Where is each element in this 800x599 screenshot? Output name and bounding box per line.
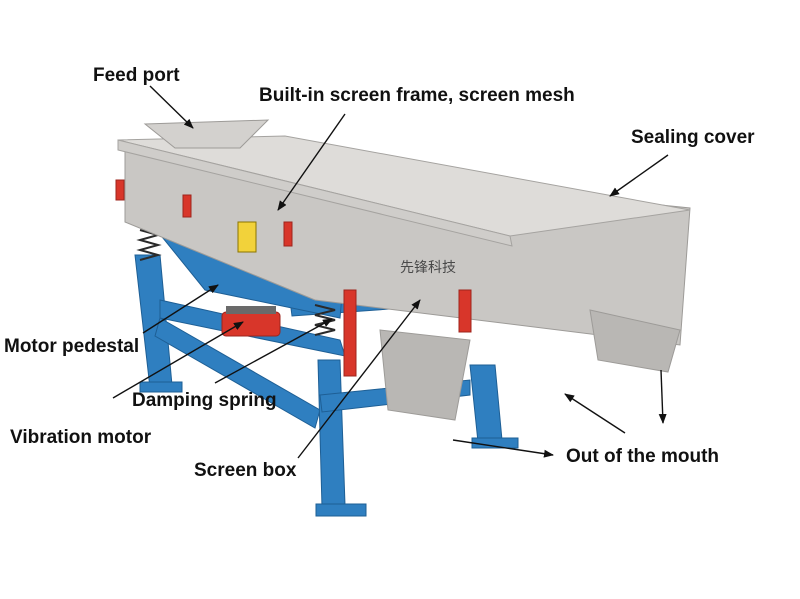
feed-port xyxy=(143,119,270,149)
label-vibration-motor: Vibration motor xyxy=(10,427,152,448)
sealing-cover xyxy=(117,135,691,247)
label-outlet: Out of the mouth xyxy=(566,446,720,467)
label-sealing-cover: Sealing cover xyxy=(631,127,755,148)
red-clamps xyxy=(115,179,472,377)
vibration-motor xyxy=(221,306,281,337)
frame-feet xyxy=(139,381,519,517)
brand-mark: 先锋科技 xyxy=(400,260,456,276)
label-damping-spring: Damping spring xyxy=(132,390,277,411)
callout-arrows xyxy=(112,85,669,459)
label-feed-port: Feed port xyxy=(93,65,180,86)
label-screen-box: Screen box xyxy=(194,460,297,481)
label-motor-pedestal: Motor pedestal xyxy=(4,336,140,357)
warning-sticker xyxy=(237,221,257,253)
label-screen-frame: Built-in screen frame, screen mesh xyxy=(259,85,575,106)
